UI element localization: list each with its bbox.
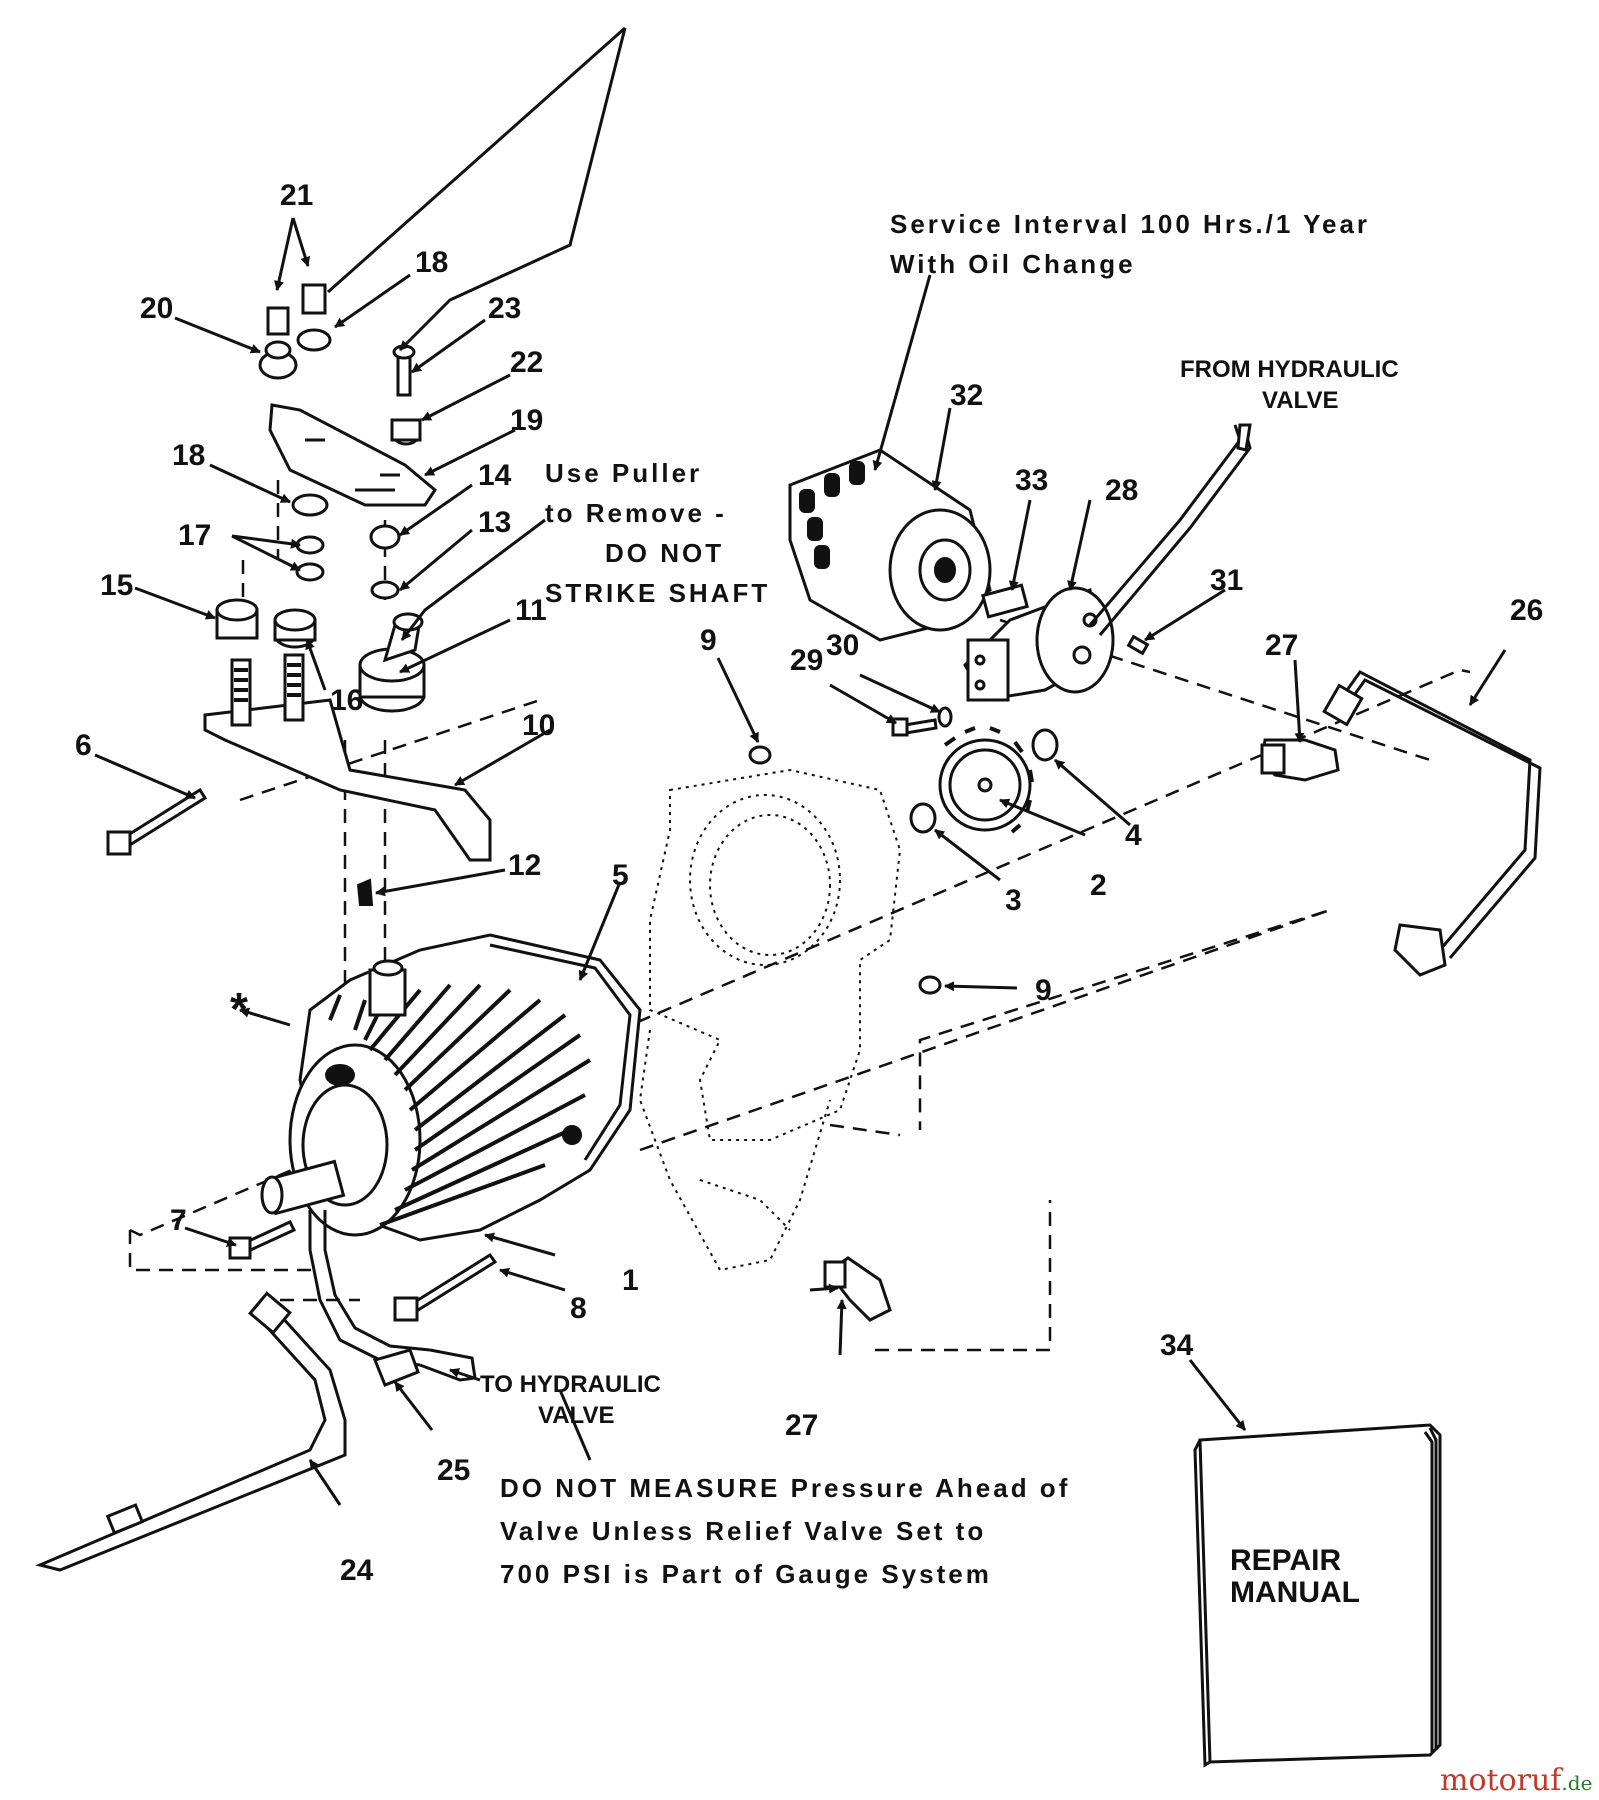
hydraulic-pump-body	[260, 933, 642, 1242]
cooling-fins	[328, 983, 592, 1227]
callout-26: 26	[1510, 594, 1543, 627]
service-interval-note-line2: With Oil Change	[890, 249, 1136, 279]
puller-note-line2: to Remove -	[545, 498, 727, 528]
callout-30: 30	[826, 629, 859, 662]
callout-18-mid: 18	[172, 439, 205, 472]
filter-ribs	[799, 461, 865, 569]
from-valve-note-line2: VALVE	[1262, 387, 1338, 414]
annotation-notes: Service Interval 100 Hrs./1 Year With Oi…	[480, 209, 1399, 1589]
hydraulic-lines	[35, 423, 1542, 1572]
callout-4: 4	[1125, 819, 1142, 852]
callout-33: 33	[1015, 464, 1048, 497]
puller-note-line4: STRIKE SHAFT	[545, 578, 770, 608]
oil-filter-assembly	[788, 448, 1150, 737]
callout-7: 7	[170, 1204, 187, 1237]
pressure-warning-line1: DO NOT MEASURE Pressure Ahead of	[500, 1473, 1070, 1503]
callout-9-bottom: 9	[1035, 974, 1052, 1007]
callout-22: 22	[510, 346, 543, 379]
callout-29: 29	[790, 644, 823, 677]
service-interval-note-line1: Service Interval 100 Hrs./1 Year	[890, 209, 1370, 239]
watermark-suffix: .de	[1561, 1771, 1592, 1795]
pump-gear-set	[748, 726, 1059, 995]
callout-star: *	[230, 983, 248, 1035]
callout-3: 3	[1005, 884, 1022, 917]
callout-31: 31	[1210, 564, 1243, 597]
callout-13: 13	[478, 506, 511, 539]
to-valve-note-line1: TO HYDRAULIC	[480, 1371, 661, 1398]
transmission-housing	[638, 768, 902, 1272]
callout-32: 32	[950, 379, 983, 412]
puller-note-line3: DO NOT	[605, 538, 724, 568]
repair-manual-book: REPAIR MANUAL	[1193, 1423, 1442, 1768]
callout-2: 2	[1090, 869, 1107, 902]
callout-10: 10	[522, 709, 555, 742]
callout-34: 34	[1160, 1329, 1194, 1362]
callout-9-top: 9	[700, 624, 717, 657]
part-number-callouts: 21 18 20 23 22 19 18 17 14 13 11 15 16 1…	[75, 179, 1543, 1587]
callout-17: 17	[178, 519, 211, 552]
callout-28: 28	[1105, 474, 1138, 507]
watermark-text: motoruf	[1440, 1763, 1563, 1798]
callout-23: 23	[488, 292, 521, 325]
callout-25: 25	[437, 1454, 470, 1487]
callout-20: 20	[140, 292, 173, 325]
pressure-warning-line2: Valve Unless Relief Valve Set to	[500, 1516, 986, 1546]
to-valve-note-line2: VALVE	[538, 1402, 614, 1429]
manual-title-line2: MANUAL	[1230, 1576, 1360, 1609]
svg-text:motoruf.de: motoruf.de	[1440, 1763, 1592, 1798]
callout-11: 11	[515, 594, 547, 627]
pressure-warning-line3: 700 PSI is Part of Gauge System	[500, 1559, 992, 1589]
stud-right	[283, 653, 305, 722]
stud-left	[230, 658, 252, 727]
bracket-plate	[203, 698, 492, 862]
callout-18-top: 18	[415, 246, 448, 279]
callout-19: 19	[510, 404, 543, 437]
callout-27-bottom: 27	[785, 1409, 818, 1442]
callout-12: 12	[508, 849, 541, 882]
manual-title-line1: REPAIR	[1230, 1544, 1341, 1577]
linkage-assembly	[106, 283, 498, 1322]
callout-8: 8	[570, 1292, 587, 1325]
leader-arrows	[94, 26, 1507, 1506]
callout-5: 5	[612, 859, 629, 892]
callout-6: 6	[75, 729, 92, 762]
callout-21: 21	[280, 179, 313, 212]
callout-27-top: 27	[1265, 629, 1298, 662]
control-plate	[268, 403, 437, 507]
callout-14: 14	[478, 459, 512, 492]
callout-16: 16	[330, 684, 363, 717]
callout-15: 15	[100, 569, 133, 602]
puller-note-line1: Use Puller	[545, 458, 702, 488]
callout-24: 24	[340, 1554, 374, 1587]
from-valve-note-line1: FROM HYDRAULIC	[1180, 356, 1399, 383]
callout-1: 1	[622, 1264, 639, 1297]
watermark-logo: motoruf.de	[1440, 1763, 1592, 1798]
